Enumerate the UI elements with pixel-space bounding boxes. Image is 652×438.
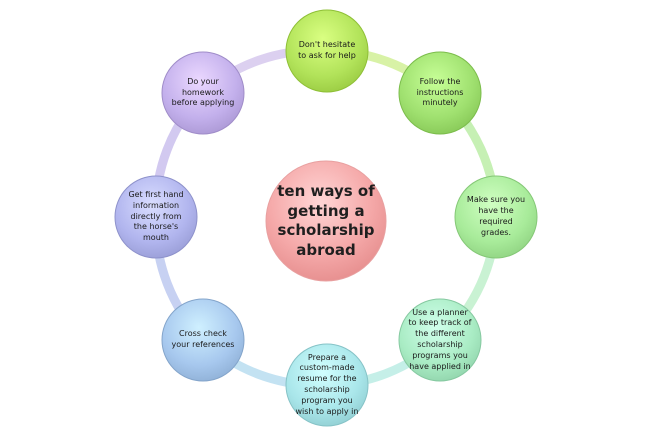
node-circle [285,9,369,93]
center-circle [265,160,387,282]
node-circles [114,9,538,427]
node-circle [285,343,369,427]
node-circle [161,298,245,382]
center-title: ten ways of getting a scholarship abroad [277,182,375,259]
node-circle [114,175,198,259]
node-circle [398,298,482,382]
node-circle [398,51,482,135]
node-circle [454,175,538,259]
node-circle [161,51,245,135]
